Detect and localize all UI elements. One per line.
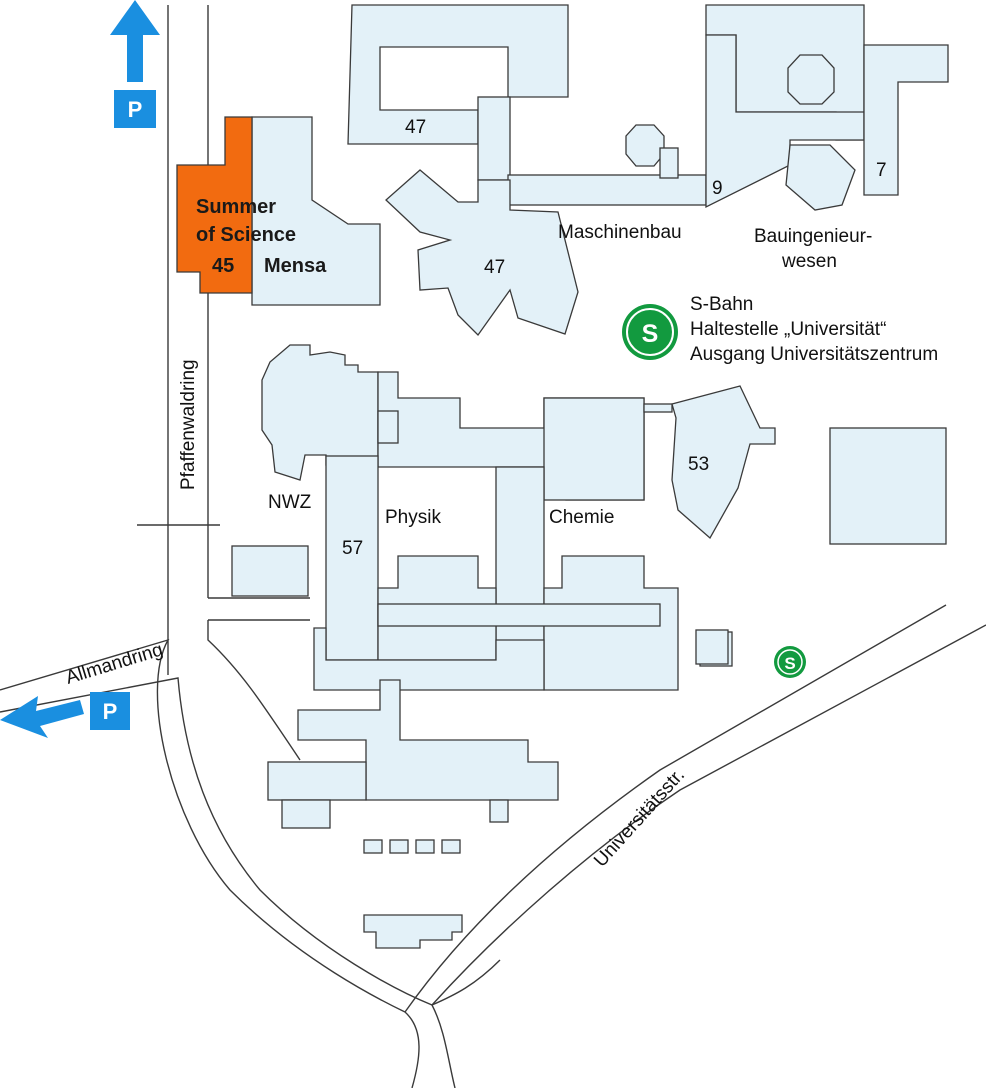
building-53	[671, 385, 776, 540]
parking-north[interactable]: P	[110, 0, 160, 128]
universitaetsstr-north-edge	[404, 604, 947, 1013]
west-block	[231, 545, 309, 597]
building-47-star-label: 47	[484, 257, 505, 278]
kiosk-1	[363, 839, 383, 854]
roads	[0, 5, 986, 1088]
arrow-left-icon	[0, 696, 84, 738]
round-tower-2	[625, 124, 665, 167]
south-west-wing	[267, 761, 367, 801]
nwz-label: NWZ	[268, 492, 312, 513]
bauingenieur-label-line2: wesen	[781, 251, 837, 272]
parking-west[interactable]: P	[0, 692, 130, 738]
universitaetsstr-south-edge	[431, 624, 986, 1006]
mensa-building	[251, 116, 381, 306]
building-47-connector	[477, 96, 511, 181]
bauingenieur-label-line1: Bauingenieur-	[754, 226, 872, 247]
kiosk-2	[389, 839, 409, 854]
summer-of-science-building	[176, 116, 253, 294]
south-small-annex	[489, 799, 509, 823]
access-road-curve	[207, 620, 301, 761]
east-block	[829, 427, 947, 545]
south-annex	[281, 799, 331, 829]
parking-letter-west: P	[103, 699, 118, 724]
bauingenieur-wing	[785, 144, 856, 211]
building-47-top	[347, 4, 569, 145]
lower-corridor	[377, 603, 661, 627]
tower-connector	[659, 147, 679, 179]
kiosk-4	[441, 839, 461, 854]
sbahn-icon-small-ring	[777, 649, 803, 675]
building-57-label: 57	[342, 538, 363, 559]
chemie-block	[543, 397, 645, 501]
chemie-label: Chemie	[549, 507, 614, 528]
round-tower-1	[787, 54, 835, 105]
physik-label: Physik	[385, 507, 441, 528]
summer-label-line2: of Science	[196, 224, 296, 246]
sbahn-label-line3: Ausgang Universitätszentrum	[690, 344, 938, 365]
sbahn-label-line2: Haltestelle „Universität“	[690, 319, 886, 340]
building-7-label: 7	[876, 160, 887, 181]
south-block	[297, 679, 559, 801]
building-47-star	[385, 169, 579, 337]
allmandring-label: Allmandring	[63, 639, 165, 688]
building-53-label: 53	[688, 454, 709, 475]
summer-label-line1: Summer	[196, 196, 276, 218]
universitaetsstr-label: Universitätsstr.	[590, 765, 689, 872]
building-47-corridor	[507, 174, 707, 206]
sbahn-marker-small[interactable]: S	[774, 646, 806, 678]
kiosk-3	[415, 839, 435, 854]
sbahn-marker-large[interactable]: S	[622, 304, 678, 360]
chemie-vertical	[495, 466, 545, 661]
sbahn-entrance-block-inner	[695, 629, 729, 665]
buildings	[176, 4, 949, 949]
parking-letter-north: P	[128, 97, 143, 122]
mensa-label: Mensa	[264, 255, 327, 277]
building-7	[863, 44, 949, 196]
allmandring-outer	[0, 638, 420, 1088]
sbahn-label-line1: S-Bahn	[690, 294, 753, 315]
allmandring-south	[431, 1004, 456, 1088]
physik-small-wing	[377, 410, 399, 444]
chemie-bridge	[643, 403, 673, 413]
arrow-up-icon	[110, 0, 160, 82]
building-9-label: 9	[712, 178, 723, 199]
allmandring-inner	[0, 677, 501, 1006]
parking-icon-west	[90, 692, 130, 730]
parking-icon-north	[114, 90, 156, 128]
building-47-top-label: 47	[405, 117, 426, 138]
labels: Summer of Science 45 Mensa 47 47 9 7 Mas…	[63, 117, 938, 871]
sbahn-letter-small: S	[784, 654, 795, 673]
building-45-label: 45	[212, 255, 234, 277]
pfaffenwaldring-label: Pfaffenwaldring	[178, 359, 199, 490]
bottom-building	[363, 914, 463, 949]
maschinenbau-label: Maschinenbau	[558, 222, 682, 243]
sbahn-icon-ring	[626, 308, 674, 356]
sbahn-icon	[622, 304, 678, 360]
sbahn-letter-large: S	[642, 320, 659, 348]
